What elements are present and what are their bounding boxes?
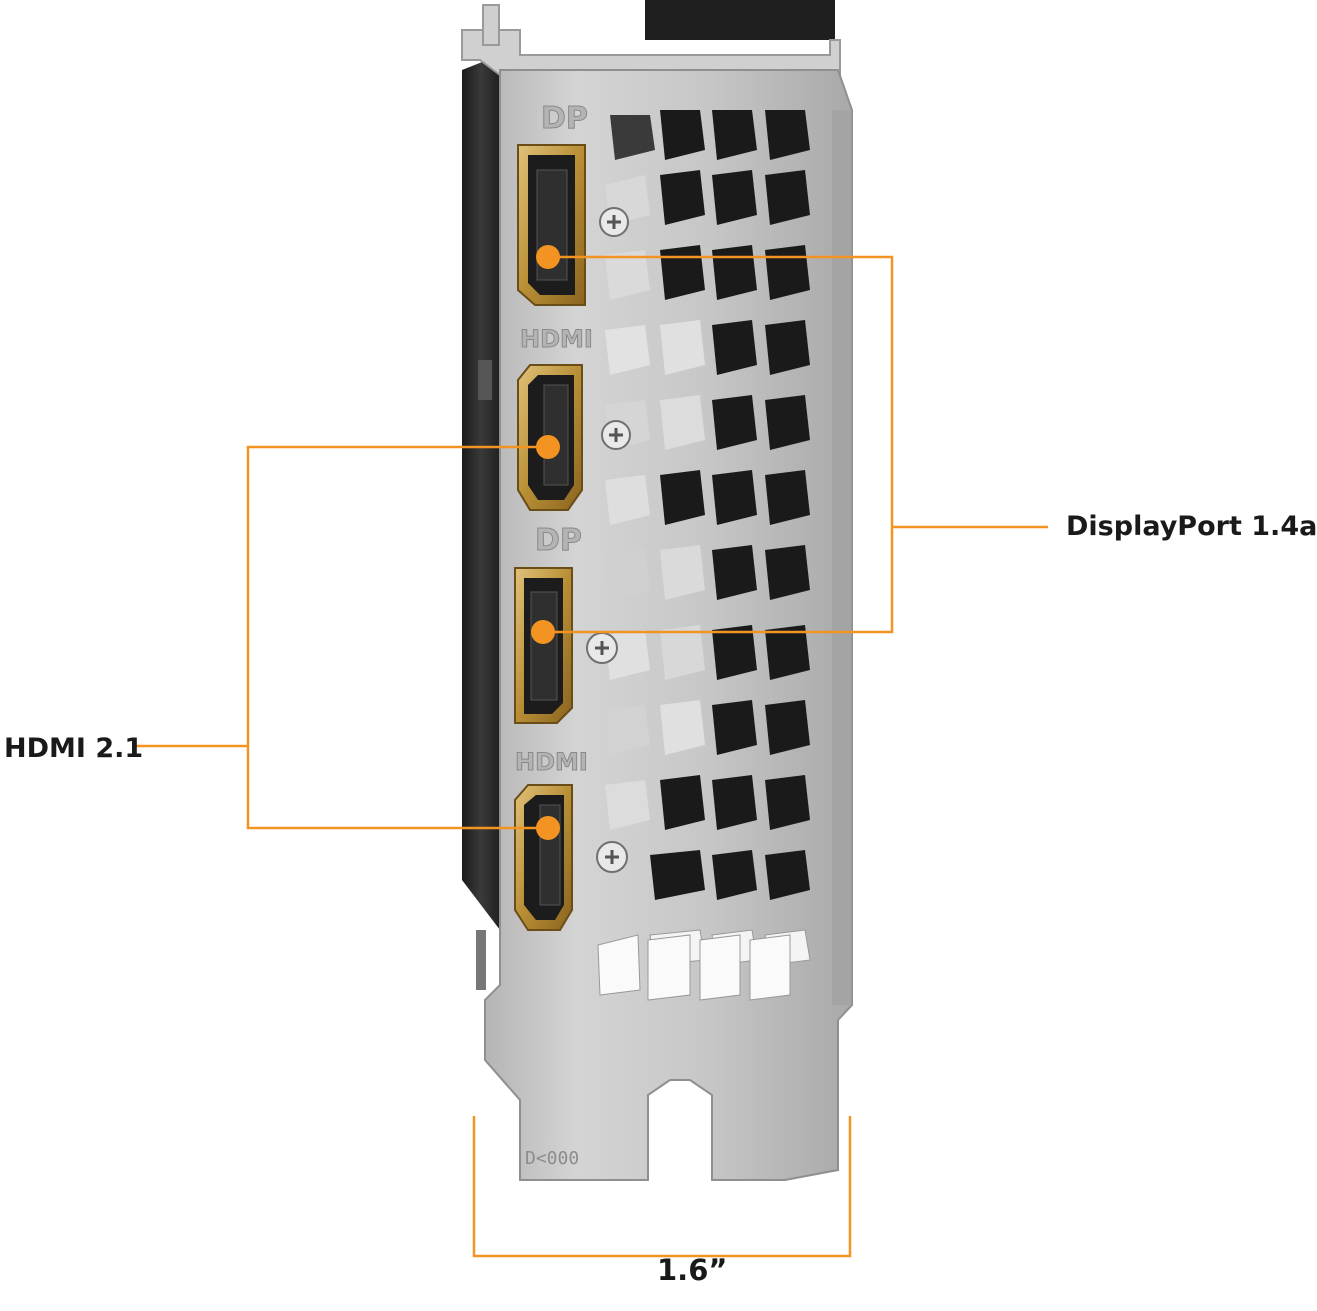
displayport-callout-label: DisplayPort 1.4a [1066, 511, 1317, 542]
bracket-width-label: 1.6” [657, 1253, 728, 1287]
bracket-illustration: DP HDMI DP HDMI [135, 0, 1048, 1258]
bracket-marking: D<000 [525, 1148, 579, 1169]
screw-crosses [595, 215, 623, 864]
gpu-io-bracket-diagram: DP HDMI DP HDMI [4, 0, 1317, 1287]
bracket-top-tab [461, 4, 841, 76]
plate-label-dp-lower: DP [535, 523, 582, 558]
vent-grid [597, 110, 811, 1001]
plate-label-hdmi-upper: HDMI [520, 325, 593, 353]
hdmi-callout-dot-2 [536, 816, 560, 840]
hdmi-callout-dot-1 [536, 435, 560, 459]
displayport-callout-dot-1 [536, 245, 560, 269]
card-body [462, 0, 835, 990]
displayport-port-1 [517, 144, 586, 306]
plate-label-hdmi-lower: HDMI [515, 748, 588, 776]
plate-label-dp-top: DP [541, 101, 588, 136]
hdmi-callout-label: HDMI 2.1 [4, 733, 144, 764]
hdmi-port-2 [514, 784, 573, 931]
displayport-callout-dot-2 [531, 620, 555, 644]
displayport-callout-lines [543, 255, 1048, 634]
plate-edge [832, 110, 852, 1005]
plate-labels: DP HDMI DP HDMI [515, 101, 594, 777]
width-dimension-line [472, 1116, 852, 1258]
displayport-port-2 [514, 567, 573, 724]
hdmi-callout-lines [135, 445, 548, 830]
